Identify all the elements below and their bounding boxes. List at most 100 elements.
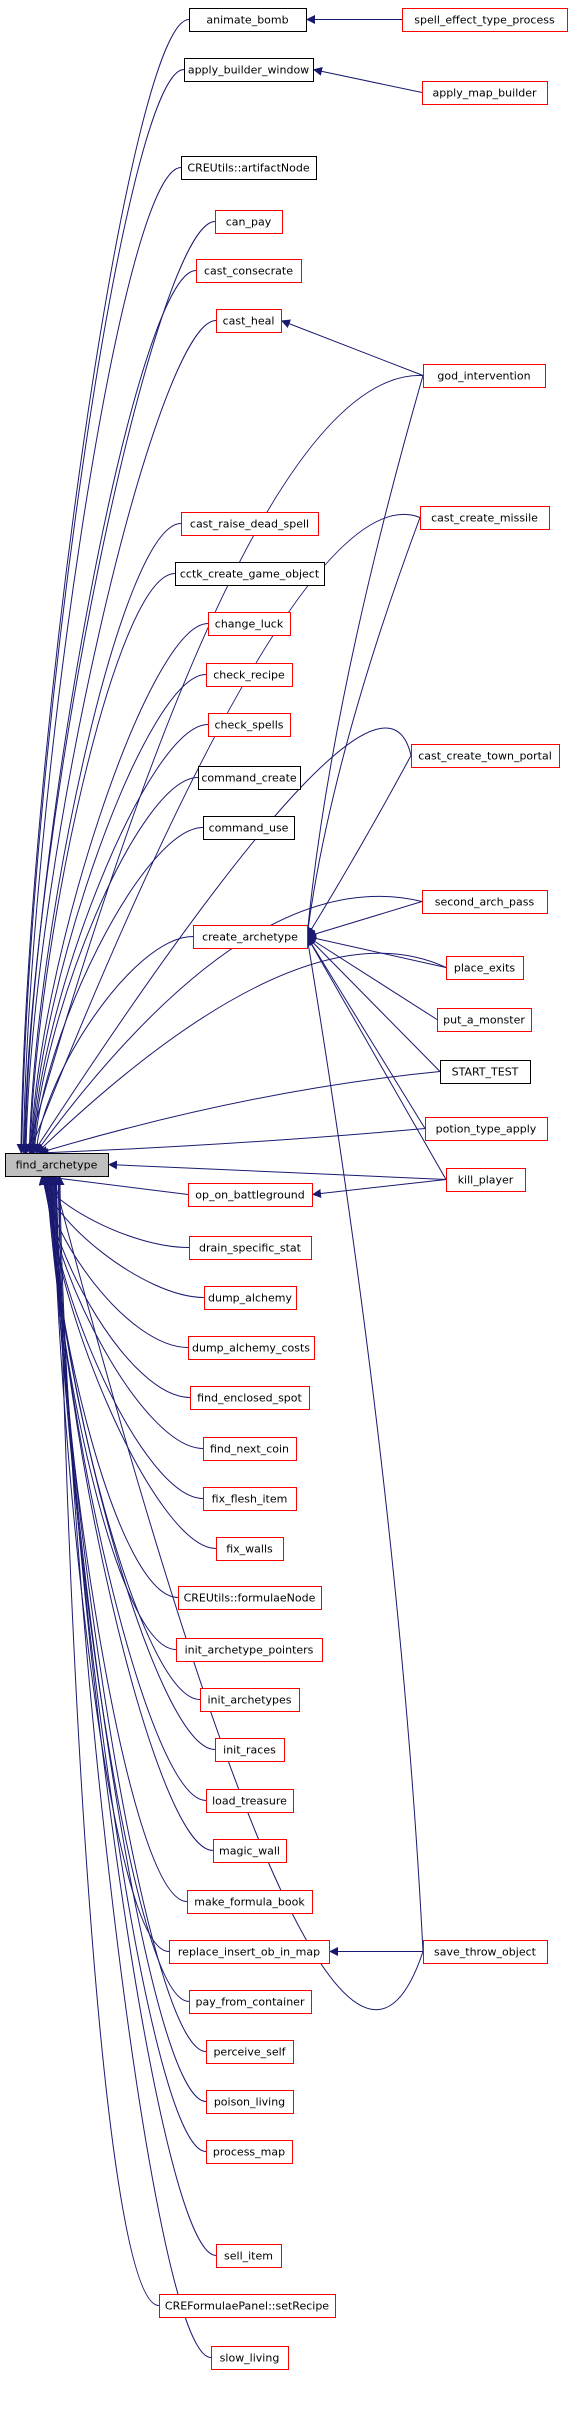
- node-find-archetype[interactable]: find_archetype: [5, 1153, 109, 1177]
- node-box[interactable]: [446, 1168, 526, 1192]
- node-box[interactable]: [216, 309, 282, 333]
- node-init-archetypes[interactable]: init_archetypes: [200, 1688, 300, 1712]
- node-box[interactable]: [215, 210, 283, 234]
- node-replace-insert-ob-in-map[interactable]: replace_insert_ob_in_map: [169, 1940, 330, 1964]
- node-can-pay[interactable]: can_pay: [215, 210, 283, 234]
- node-second-arch-pass[interactable]: second_arch_pass: [422, 890, 548, 914]
- node-box[interactable]: [200, 1688, 300, 1712]
- node-box[interactable]: [206, 2140, 293, 2164]
- node-fix-flesh-item[interactable]: fix_flesh_item: [203, 1487, 297, 1511]
- node-check-recipe[interactable]: check_recipe: [206, 663, 293, 687]
- node-slow-living[interactable]: slow_living: [211, 2346, 289, 2370]
- node-cast-heal[interactable]: cast_heal: [216, 309, 282, 333]
- node-box[interactable]: [189, 1990, 312, 2014]
- node-box[interactable]: [159, 2294, 336, 2318]
- node-box[interactable]: [423, 1940, 548, 1964]
- node-save-throw-object[interactable]: save_throw_object: [423, 1940, 548, 1964]
- node-box[interactable]: [203, 1487, 297, 1511]
- node-animate-bomb[interactable]: animate_bomb: [189, 8, 307, 32]
- node-box[interactable]: [422, 890, 548, 914]
- node-sell-item[interactable]: sell_item: [216, 2244, 282, 2268]
- node-op-on-battleground[interactable]: op_on_battleground: [188, 1183, 313, 1207]
- node-perceive-self[interactable]: perceive_self: [206, 2040, 294, 2064]
- node-process-map[interactable]: process_map: [206, 2140, 293, 2164]
- node-box[interactable]: [206, 2090, 294, 2114]
- node-make-formula-book[interactable]: make_formula_book: [187, 1890, 313, 1914]
- node-apply-map-builder[interactable]: apply_map_builder: [422, 81, 548, 105]
- node-formulaenode[interactable]: CREUtils::formulaeNode: [178, 1586, 322, 1610]
- node-box[interactable]: [188, 1336, 315, 1360]
- node-box[interactable]: [181, 156, 317, 180]
- node-box[interactable]: [423, 364, 546, 388]
- node-box[interactable]: [206, 1789, 294, 1813]
- node-box[interactable]: [446, 956, 524, 980]
- node-box[interactable]: [203, 1437, 297, 1461]
- node-command-use[interactable]: command_use: [203, 816, 295, 840]
- node-magic-wall[interactable]: magic_wall: [213, 1839, 287, 1863]
- node-box[interactable]: [169, 1940, 330, 1964]
- node-cctk-create-game-object[interactable]: cctk_create_game_object: [175, 562, 325, 586]
- node-cast-create-town-portal[interactable]: cast_create_town_portal: [411, 744, 560, 768]
- node-box[interactable]: [187, 1890, 313, 1914]
- node-box[interactable]: [5, 1153, 109, 1177]
- node-cast-create-missile[interactable]: cast_create_missile: [420, 506, 550, 530]
- node-box[interactable]: [189, 8, 307, 32]
- node-spell-effect-type-process[interactable]: spell_effect_type_process: [402, 8, 568, 32]
- node-box[interactable]: [215, 1738, 285, 1762]
- node-place-exits[interactable]: place_exits: [446, 956, 524, 980]
- node-dump-alchemy-costs[interactable]: dump_alchemy_costs: [188, 1336, 315, 1360]
- node-box[interactable]: [188, 1183, 313, 1207]
- node-create-archetype[interactable]: create_archetype: [193, 925, 308, 949]
- node-box[interactable]: [176, 1638, 323, 1662]
- node-box[interactable]: [178, 1586, 322, 1610]
- node-box[interactable]: [208, 713, 291, 737]
- node-box[interactable]: [196, 259, 302, 283]
- node-command-create[interactable]: command_create: [198, 766, 301, 790]
- node-box[interactable]: [208, 612, 291, 636]
- node-box[interactable]: [213, 1839, 287, 1863]
- node-artifactnode[interactable]: CREUtils::artifactNode: [181, 156, 317, 180]
- node-cast-consecrate[interactable]: cast_consecrate: [196, 259, 302, 283]
- node-load-treasure[interactable]: load_treasure: [206, 1789, 294, 1813]
- node-cast-raise-dead-spell[interactable]: cast_raise_dead_spell: [181, 512, 319, 536]
- node-box[interactable]: [420, 506, 550, 530]
- node-kill-player[interactable]: kill_player: [446, 1168, 526, 1192]
- node-box[interactable]: [198, 766, 301, 790]
- node-god-intervention[interactable]: god_intervention: [423, 364, 546, 388]
- node-apply-builder-window[interactable]: apply_builder_window: [184, 58, 314, 82]
- node-init-races[interactable]: init_races: [215, 1738, 285, 1762]
- node-box[interactable]: [206, 2040, 294, 2064]
- node-box[interactable]: [190, 1386, 310, 1410]
- node-put-a-monster[interactable]: put_a_monster: [437, 1008, 532, 1032]
- node-check-spells[interactable]: check_spells: [208, 713, 291, 737]
- node-box[interactable]: [193, 925, 308, 949]
- node-poison-living[interactable]: poison_living: [206, 2090, 294, 2114]
- node-box[interactable]: [211, 2346, 289, 2370]
- node-box[interactable]: [203, 816, 295, 840]
- node-box[interactable]: [216, 2244, 282, 2268]
- node-box[interactable]: [175, 562, 325, 586]
- node-find-enclosed-spot[interactable]: find_enclosed_spot: [190, 1386, 310, 1410]
- node-box[interactable]: [181, 512, 319, 536]
- node-box[interactable]: [425, 1117, 548, 1141]
- node-setrecipe[interactable]: CREFormulaePanel::setRecipe: [159, 2294, 336, 2318]
- node-box[interactable]: [402, 8, 568, 32]
- node-change-luck[interactable]: change_luck: [208, 612, 291, 636]
- node-box[interactable]: [422, 81, 548, 105]
- node-find-next-coin[interactable]: find_next_coin: [203, 1437, 297, 1461]
- node-fix-walls[interactable]: fix_walls: [216, 1537, 284, 1561]
- node-box[interactable]: [184, 58, 314, 82]
- node-box[interactable]: [440, 1060, 531, 1084]
- node-box[interactable]: [189, 1236, 312, 1260]
- node-box[interactable]: [204, 1286, 297, 1310]
- node-potion-type-apply[interactable]: potion_type_apply: [425, 1117, 548, 1141]
- node-drain-specific-stat[interactable]: drain_specific_stat: [189, 1236, 312, 1260]
- node-box[interactable]: [437, 1008, 532, 1032]
- node-dump-alchemy[interactable]: dump_alchemy: [204, 1286, 297, 1310]
- node-pay-from-container[interactable]: pay_from_container: [189, 1990, 312, 2014]
- node-start-test[interactable]: START_TEST: [440, 1060, 531, 1084]
- node-box[interactable]: [206, 663, 293, 687]
- node-init-archetype-pointers[interactable]: init_archetype_pointers: [176, 1638, 323, 1662]
- node-box[interactable]: [411, 744, 560, 768]
- node-box[interactable]: [216, 1537, 284, 1561]
